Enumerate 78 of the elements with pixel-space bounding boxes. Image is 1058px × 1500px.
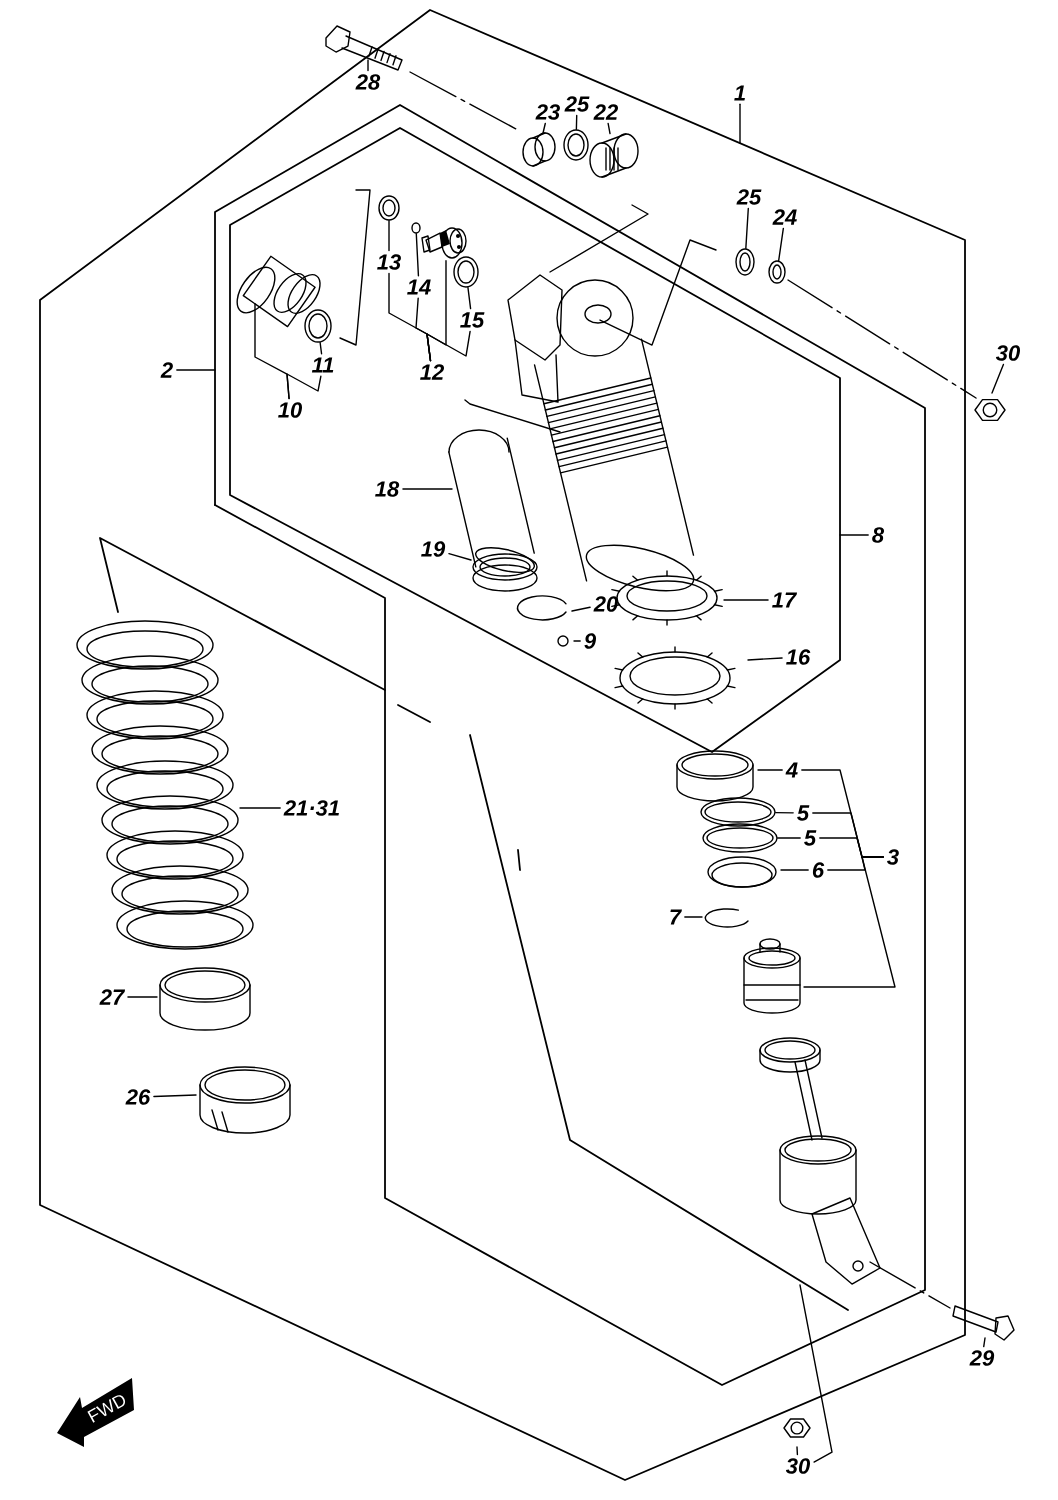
callout-number: 11 xyxy=(311,357,334,373)
callout-number: 2 xyxy=(160,362,173,378)
leader-line xyxy=(607,122,611,135)
ring-drawing xyxy=(768,260,786,284)
leader-line xyxy=(415,233,420,277)
leader-line xyxy=(575,114,578,130)
leader-line xyxy=(991,363,1005,394)
callout-number: 30 xyxy=(785,1458,810,1474)
leader-line xyxy=(777,837,801,839)
callout-number: 10 xyxy=(278,402,302,418)
leader-line xyxy=(780,869,809,871)
leader-line xyxy=(839,534,869,536)
callout-number: 24 xyxy=(772,209,797,225)
callout-number: 25 xyxy=(736,189,762,205)
callout-number: 3 xyxy=(887,849,899,865)
callout-number: 18 xyxy=(375,481,400,497)
callout-number: 5 xyxy=(797,805,810,821)
ring-drawing xyxy=(411,222,421,234)
ring-drawing xyxy=(304,309,332,343)
leader-line xyxy=(127,996,158,998)
callout-number: 25 xyxy=(564,96,590,112)
leader-line xyxy=(402,488,453,490)
callout-number: 13 xyxy=(377,254,401,270)
callout-number: 12 xyxy=(420,364,444,380)
leader-line xyxy=(803,856,896,988)
leader-line xyxy=(739,103,741,144)
callout-number: 16 xyxy=(786,649,811,665)
ring-drawing xyxy=(453,256,479,288)
leader-line xyxy=(176,369,216,371)
callout-number: 21·31 xyxy=(283,800,339,816)
leader-line xyxy=(777,227,785,262)
callout-number: 23 xyxy=(535,104,560,120)
callout-number: 27 xyxy=(99,989,126,1005)
leader-line xyxy=(319,341,323,355)
part-drawing xyxy=(421,227,467,259)
callout-number: 26 xyxy=(125,1089,151,1105)
ring-drawing xyxy=(735,248,755,276)
callout-number: 5 xyxy=(804,830,817,846)
callout-number: 28 xyxy=(355,74,381,90)
leader-line xyxy=(286,373,322,400)
leader-line xyxy=(983,1337,986,1348)
leader-line xyxy=(571,606,591,612)
callout-number: 17 xyxy=(772,592,798,608)
callout-number: 8 xyxy=(872,527,885,543)
callout-number: 22 xyxy=(593,104,618,120)
leader-line xyxy=(367,59,369,72)
leader-line xyxy=(573,640,581,642)
leader-line xyxy=(153,1094,197,1098)
leader-line xyxy=(774,811,794,814)
leader-line xyxy=(747,657,783,661)
callout-number: 30 xyxy=(995,345,1020,361)
leader-line xyxy=(757,769,783,771)
ring-drawing xyxy=(700,797,776,827)
leader-line xyxy=(684,916,703,918)
part-drawing xyxy=(522,132,556,167)
leader-line xyxy=(745,207,749,250)
leader-line xyxy=(239,807,281,809)
ring-drawing xyxy=(378,195,400,221)
callout-number: 4 xyxy=(785,762,798,778)
callout-number: 20 xyxy=(593,596,618,612)
callout-number: 6 xyxy=(812,862,825,878)
leader-line xyxy=(467,286,472,310)
leader-line xyxy=(388,220,390,252)
leader-line xyxy=(542,122,546,134)
leader-line xyxy=(796,1446,799,1456)
callout-number: 29 xyxy=(969,1350,995,1366)
callout-number: 19 xyxy=(421,541,446,557)
leader-line xyxy=(448,552,472,561)
leader-line xyxy=(426,330,471,362)
leader-line xyxy=(723,599,769,601)
callout-number: 14 xyxy=(407,279,431,295)
ring-drawing xyxy=(702,823,778,853)
callout-number: 9 xyxy=(584,633,596,649)
ring-drawing xyxy=(563,129,589,161)
callout-number: 7 xyxy=(670,909,682,925)
callout-number: 15 xyxy=(460,312,485,328)
callout-number: 1 xyxy=(734,85,745,101)
part-drawing xyxy=(589,133,639,178)
